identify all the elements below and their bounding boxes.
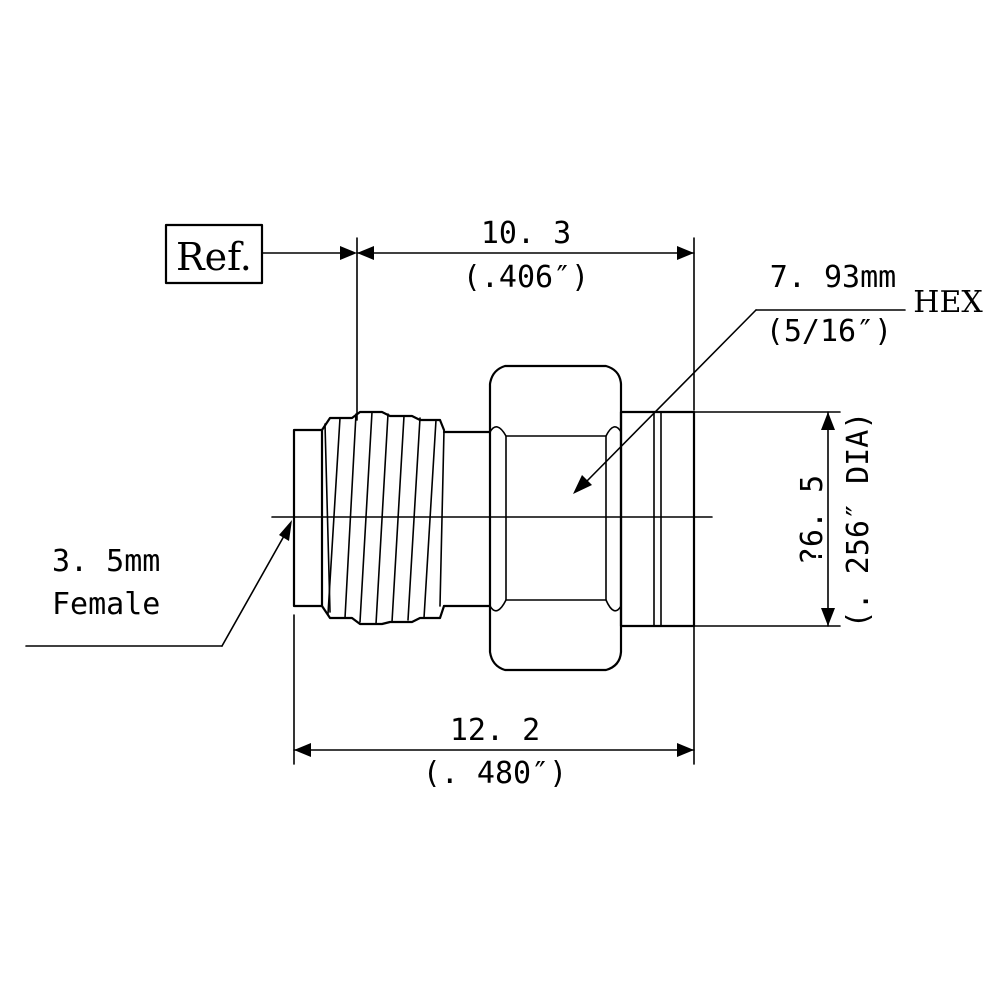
hex-word: HEX [913,285,983,320]
connector-type-callout: 3. 5mm Female [25,520,292,647]
dimension-bottom: 12. 2 (. 480″) [293,614,695,791]
connector-gender: Female [52,587,160,622]
thread-line-3 [344,413,357,619]
thread-top [320,410,446,432]
ref-frame [164,223,264,285]
hex-nut [488,364,623,672]
thread-section [320,410,446,626]
hex-face-top [489,426,622,437]
hex-face-bottom [489,599,622,612]
thread-line-6 [391,415,405,623]
dim-top-in: (.406″) [463,260,589,295]
arrow-bottom-left [294,743,311,757]
arrow-top-left [357,246,374,260]
dimension-diameter: ?6. 5 (. 256″ DIA) [795,411,876,629]
dimension-top: 10. 3 (.406″) [340,216,695,421]
arrow-bottom-right [677,743,694,757]
dim-bottom-mm: 12. 2 [450,713,540,748]
arrow-ref-in [340,246,357,260]
thread-line-7 [407,417,421,621]
rear-body [619,410,696,628]
connector-body [292,364,841,672]
type-leader-diag [221,535,285,647]
nose [292,428,324,608]
hex-arrow [573,475,592,494]
arrow-top-right [677,246,694,260]
hex-in: (5/16″) [766,314,892,349]
thread-line-9 [439,429,445,607]
thread-bottom [320,604,446,626]
ref-label: Ref. [176,235,252,279]
hex-mm: 7. 93mm [770,260,896,295]
thread-line-2 [327,417,341,615]
thread-line-5 [375,413,389,625]
arrow-dia-bottom [821,608,835,626]
type-arrow [279,520,292,541]
dia-in: (. 256″ DIA) [841,412,876,629]
hex-callout: 7. 93mm HEX (5/16″) [573,260,983,494]
ref-box: Ref. [164,223,341,285]
dim-top-mm: 10. 3 [481,216,571,251]
arrow-dia-top [821,412,835,430]
connector-size: 3. 5mm [52,544,160,579]
hex-outline [488,364,623,672]
dim-bottom-in: (. 480″) [423,756,568,791]
thread-line-8 [423,419,437,619]
hex-leader-diag [585,309,757,483]
thread-line-1 [324,423,331,613]
dia-mm: ?6. 5 [795,475,830,565]
